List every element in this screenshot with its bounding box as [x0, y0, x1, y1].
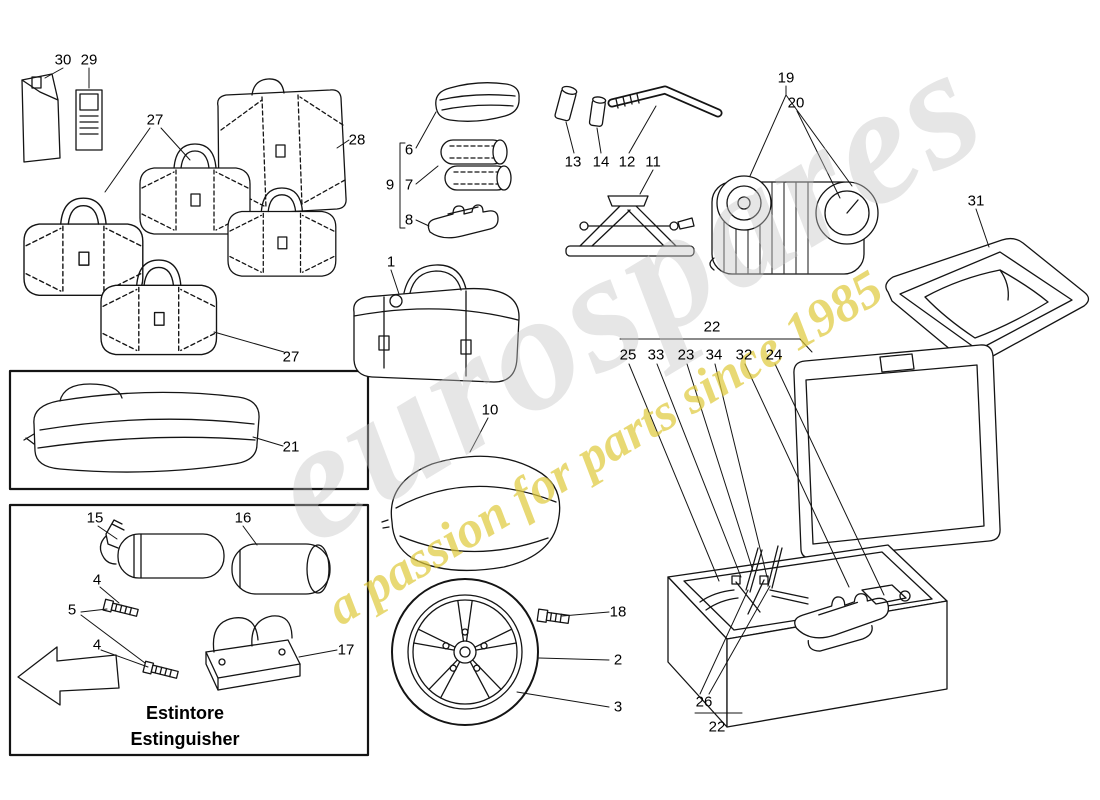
part-scissor-jack — [565, 195, 695, 257]
callout-20[interactable]: 20 — [787, 94, 805, 112]
callout-33[interactable]: 33 — [647, 346, 665, 364]
callout-21[interactable]: 21 — [282, 438, 300, 456]
callout-29[interactable]: 29 — [80, 51, 98, 69]
part-rolls — [440, 139, 512, 191]
callout-2[interactable]: 2 — [613, 651, 623, 669]
extinguisher-label-en: Estinguisher — [130, 729, 240, 749]
callout-26[interactable]: 26 — [695, 693, 713, 711]
part-booklet — [75, 89, 103, 151]
leader-lines — [44, 67, 990, 714]
callout-5[interactable]: 5 — [67, 601, 77, 619]
frame-cover-box — [8, 369, 370, 491]
callout-30[interactable]: 30 — [54, 51, 72, 69]
extinguisher-label-it: Estintore — [145, 703, 224, 723]
callout-4a[interactable]: 4 — [92, 571, 102, 589]
callout-14[interactable]: 14 — [592, 153, 610, 171]
callout-9[interactable]: 9 — [385, 176, 395, 194]
part-document-pouch — [21, 73, 61, 163]
callout-11[interactable]: 11 — [645, 153, 661, 171]
direction-arrow — [17, 646, 120, 706]
callout-32[interactable]: 32 — [735, 346, 753, 364]
callout-6[interactable]: 6 — [404, 141, 414, 159]
part-socket-1 — [554, 85, 578, 122]
callout-34[interactable]: 34 — [705, 346, 723, 364]
callout-19[interactable]: 19 — [777, 69, 795, 87]
callout-16[interactable]: 16 — [234, 509, 252, 527]
callout-3[interactable]: 3 — [613, 698, 623, 716]
callout-13[interactable]: 13 — [564, 153, 582, 171]
part-jack-handle — [607, 85, 723, 118]
callout-4b[interactable]: 4 — [92, 636, 102, 654]
callout-10[interactable]: 10 — [481, 401, 499, 419]
callout-8[interactable]: 8 — [404, 211, 414, 229]
part-tool-bag — [353, 264, 520, 383]
callout-22a[interactable]: 22 — [703, 318, 721, 336]
part-spare-wheel — [391, 578, 539, 726]
callout-15[interactable]: 15 — [86, 509, 104, 527]
callout-1[interactable]: 1 — [386, 253, 396, 271]
part-socket-2 — [588, 96, 607, 127]
part-spare-wheel-cover — [381, 455, 561, 572]
part-tyre-compressor — [709, 175, 879, 275]
callout-25[interactable]: 25 — [619, 346, 637, 364]
frame-extinguisher-box — [8, 503, 370, 757]
callout-27b[interactable]: 27 — [282, 348, 300, 366]
part-cylinder — [231, 543, 331, 595]
part-gloves — [427, 204, 499, 239]
callout-24[interactable]: 24 — [765, 346, 783, 364]
callout-31[interactable]: 31 — [967, 192, 985, 210]
callout-27a[interactable]: 27 — [146, 111, 164, 129]
callout-23[interactable]: 23 — [677, 346, 695, 364]
part-soft-cover — [23, 383, 260, 473]
callout-28[interactable]: 28 — [348, 131, 366, 149]
callout-12[interactable]: 12 — [618, 153, 636, 171]
callout-7[interactable]: 7 — [404, 176, 414, 194]
part-wheel-bolt — [536, 608, 570, 624]
extinguisher-label: Estintore Estinguisher — [130, 700, 239, 752]
part-cloth — [435, 82, 520, 122]
part-fire-extinguisher — [99, 519, 225, 579]
part-mounting-bracket — [205, 615, 301, 691]
callout-22b[interactable]: 22 — [708, 718, 726, 736]
callout-18[interactable]: 18 — [609, 603, 627, 621]
part-screw-2 — [142, 660, 179, 679]
part-compartment-tray — [885, 237, 1090, 365]
callout-17[interactable]: 17 — [337, 641, 355, 659]
